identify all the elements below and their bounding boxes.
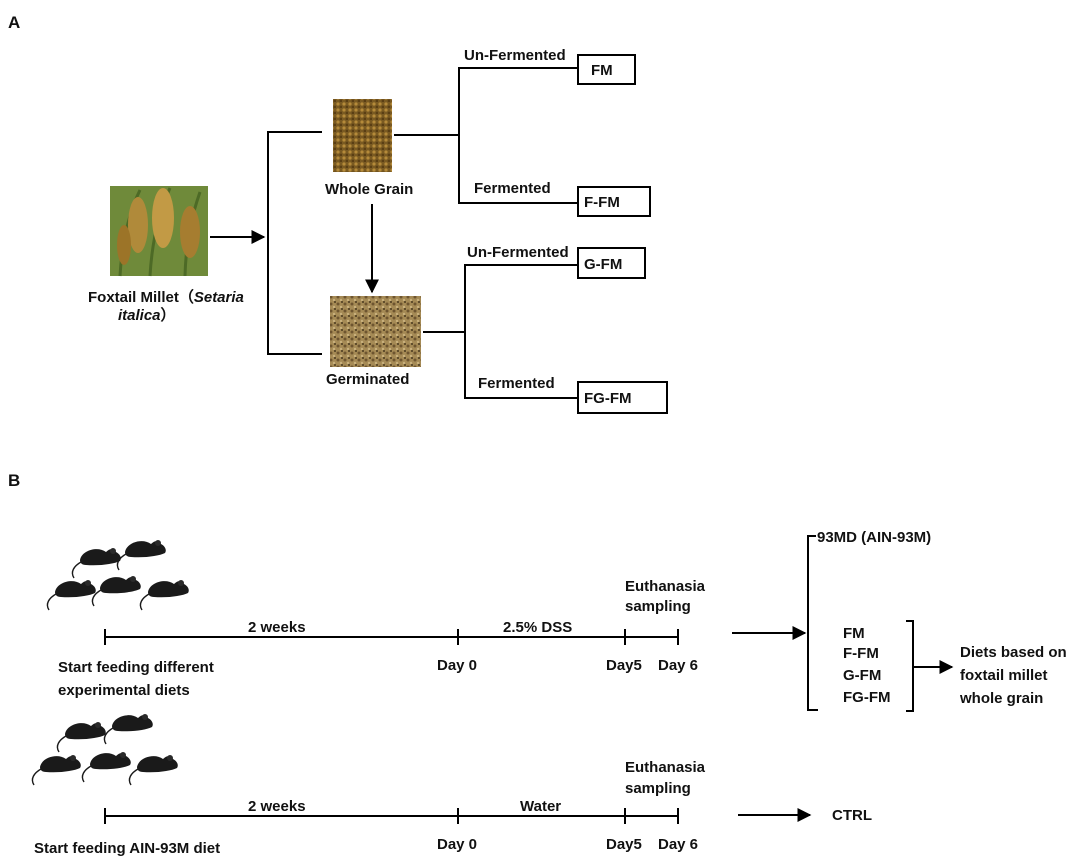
- t2-start: Start feeding AIN-93M diet: [34, 840, 220, 857]
- foxtail-millet-image: [110, 186, 208, 277]
- fermented-label-2: Fermented: [478, 375, 555, 392]
- t1-end-1: Euthanasia: [625, 578, 706, 595]
- diets-note-2: foxtail millet: [960, 667, 1048, 684]
- diet-control-label: 93MD (AIN-93M): [817, 529, 931, 546]
- timeline-2: [104, 808, 679, 824]
- t1-day0: Day 0: [437, 657, 477, 674]
- t2-period1: 2 weeks: [248, 798, 306, 815]
- ctrl-label: CTRL: [832, 807, 872, 824]
- source-label-line2: italica）: [118, 306, 176, 324]
- panel-b-label: B: [8, 471, 20, 490]
- diets-note-1: Diets based on: [960, 644, 1067, 661]
- t1-start-1: Start feeding different: [58, 659, 214, 676]
- mice-group-2: [31, 713, 179, 786]
- diets-note-3: whole grain: [959, 690, 1043, 707]
- germinated-label: Germinated: [326, 371, 409, 388]
- timeline-1: [104, 629, 679, 645]
- diet-item: G-FM: [843, 667, 881, 684]
- source-label: Foxtail Millet（Setaria: [88, 288, 244, 306]
- t1-day5: Day5: [606, 657, 642, 674]
- box-ffm-label: F-FM: [584, 194, 620, 211]
- panel-a-label: A: [8, 13, 20, 32]
- whole-grain-image: [333, 99, 392, 172]
- t1-period1: 2 weeks: [248, 619, 306, 636]
- t1-day6: Day 6: [658, 657, 698, 674]
- mice-group-1: [46, 539, 190, 611]
- wholegrain-branch: [458, 67, 578, 204]
- t2-day0: Day 0: [437, 836, 477, 853]
- box-fm: [577, 54, 636, 85]
- t2-period2: Water: [520, 798, 561, 815]
- germinated-branch: [464, 264, 578, 399]
- t1-start-2: experimental diets: [58, 682, 190, 699]
- box-gfm: [577, 247, 646, 279]
- unfermented-label-2: Un-Fermented: [467, 244, 569, 261]
- box-fm-label: FM: [591, 62, 613, 79]
- t2-day6: Day 6: [658, 836, 698, 853]
- box-fgfm: [577, 381, 668, 414]
- t1-period2: 2.5% DSS: [503, 619, 572, 636]
- t2-day5: Day5: [606, 836, 642, 853]
- germinated-image: [330, 296, 421, 367]
- diet-bracket-right: [906, 620, 914, 712]
- diet-item: F-FM: [843, 645, 879, 662]
- box-gfm-label: G-FM: [584, 256, 622, 273]
- t2-end-1: Euthanasia: [625, 759, 706, 776]
- box-fgfm-label: FG-FM: [584, 390, 631, 407]
- diet-item: FG-FM: [843, 689, 890, 706]
- unfermented-label-1: Un-Fermented: [464, 47, 566, 64]
- t2-end-2: sampling: [625, 780, 691, 797]
- bracket-processing: [267, 131, 322, 355]
- box-ffm: [577, 186, 651, 217]
- fermented-label-1: Fermented: [474, 180, 551, 197]
- diet-item: FM: [843, 625, 865, 642]
- diet-bracket-left: [807, 535, 818, 711]
- whole-grain-label: Whole Grain: [325, 181, 413, 198]
- t1-end-2: sampling: [625, 598, 691, 615]
